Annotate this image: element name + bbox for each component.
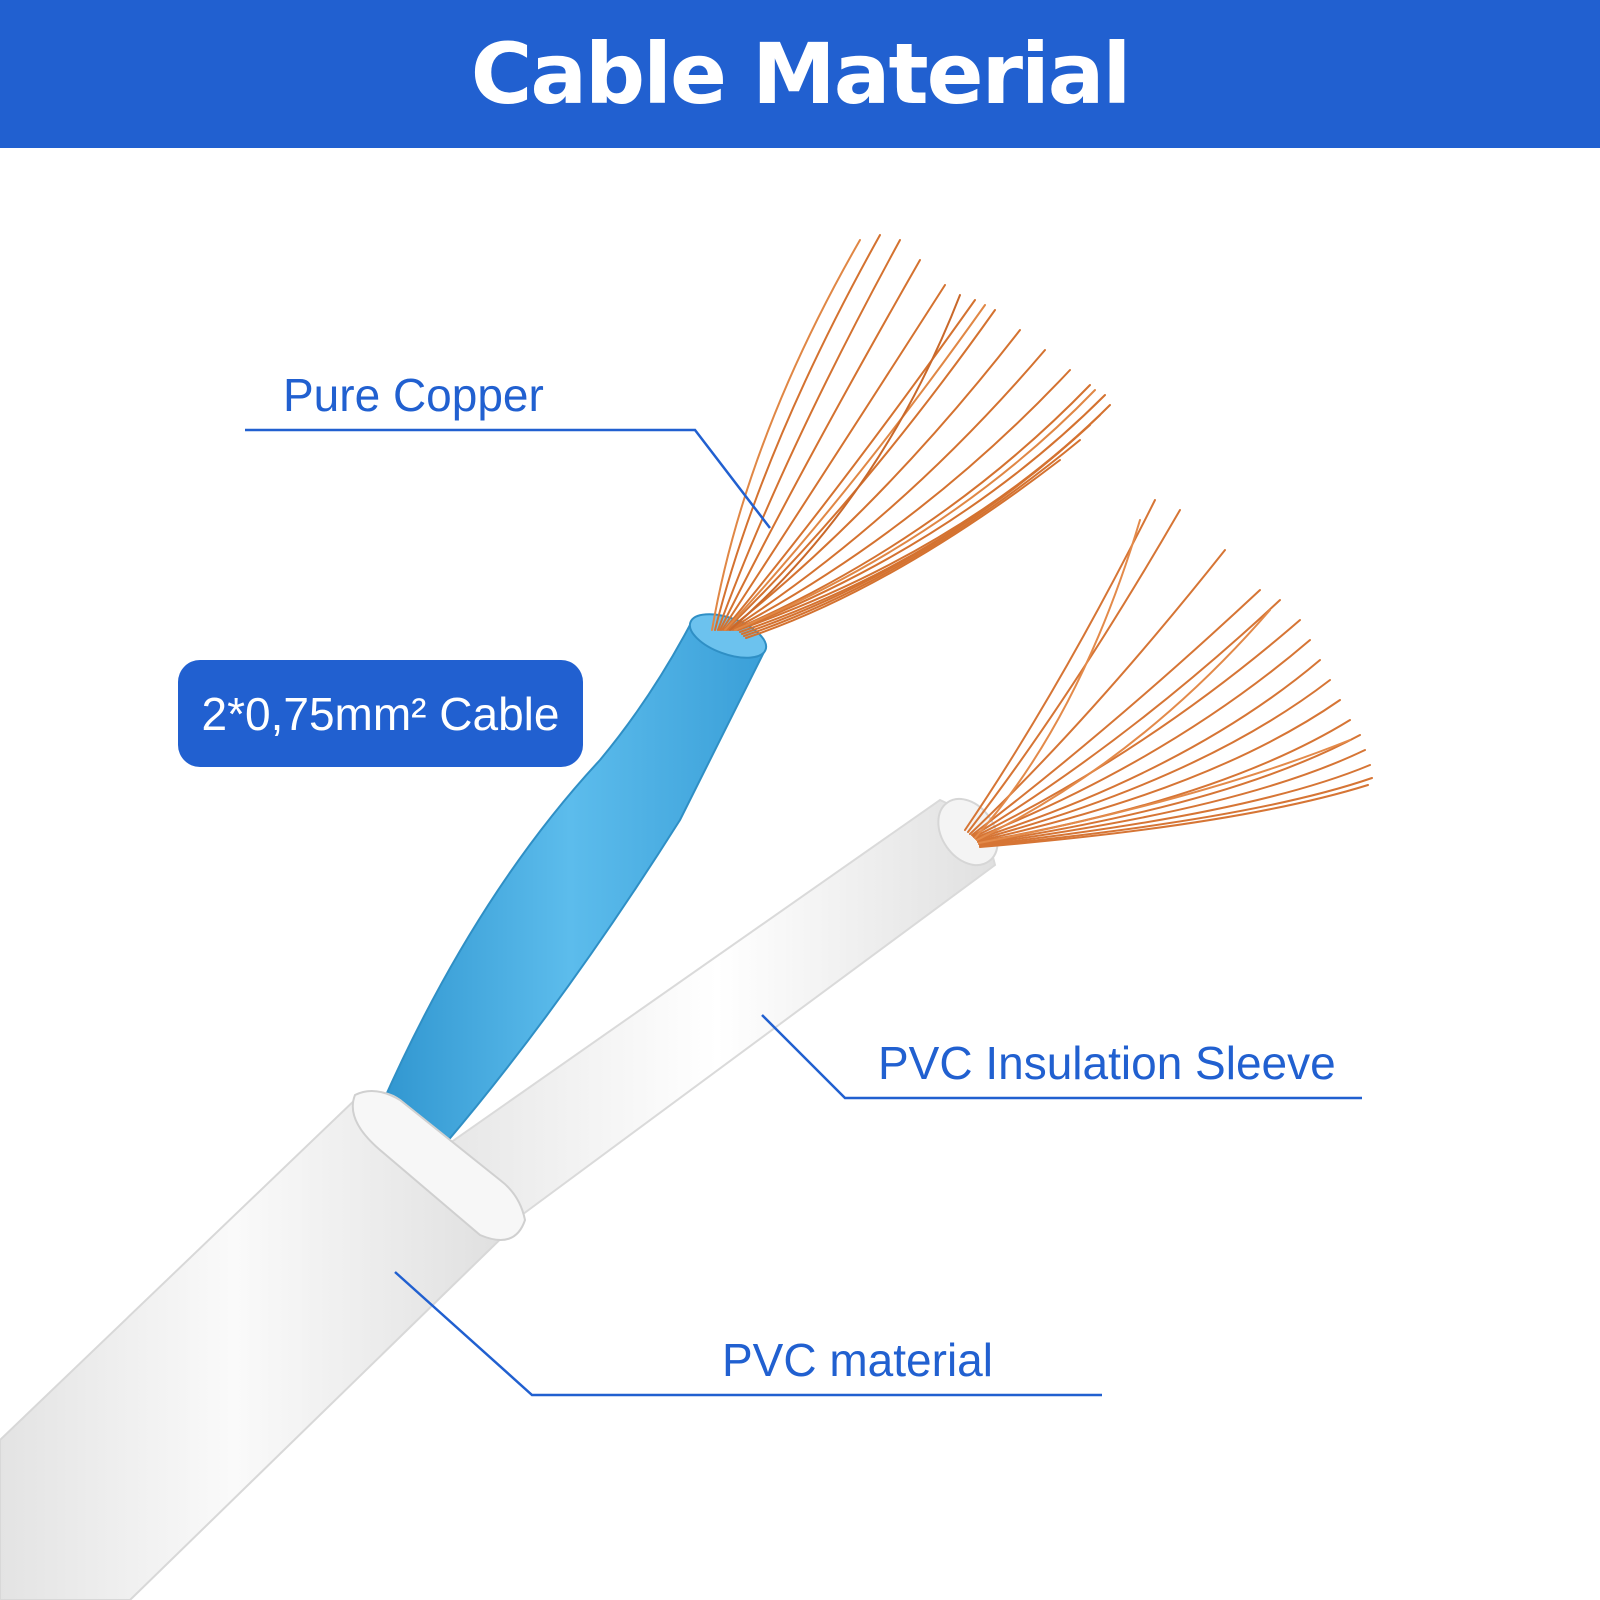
sheath-label: PVC material xyxy=(722,1334,993,1386)
copper-label: Pure Copper xyxy=(283,369,544,421)
copper-strands-blue-core xyxy=(711,234,1111,639)
sheath-callout-line xyxy=(394,1271,1102,1397)
insulation-label: PVC Insulation Sleeve xyxy=(878,1037,1336,1089)
outer-sheath xyxy=(0,1090,527,1600)
insulation-callout-line xyxy=(761,1014,1362,1100)
white-insulated-core xyxy=(438,797,999,1222)
header-banner: Cable Material xyxy=(0,0,1600,148)
cable-spec-badge: 2*0,75mm² Cable xyxy=(178,660,583,767)
copper-callout-line xyxy=(245,428,771,529)
callout-lines xyxy=(245,428,1362,1397)
cable-spec-label: 2*0,75mm² Cable xyxy=(201,687,560,740)
page-title: Cable Material xyxy=(470,25,1132,123)
copper-strands-white-core xyxy=(964,499,1373,848)
